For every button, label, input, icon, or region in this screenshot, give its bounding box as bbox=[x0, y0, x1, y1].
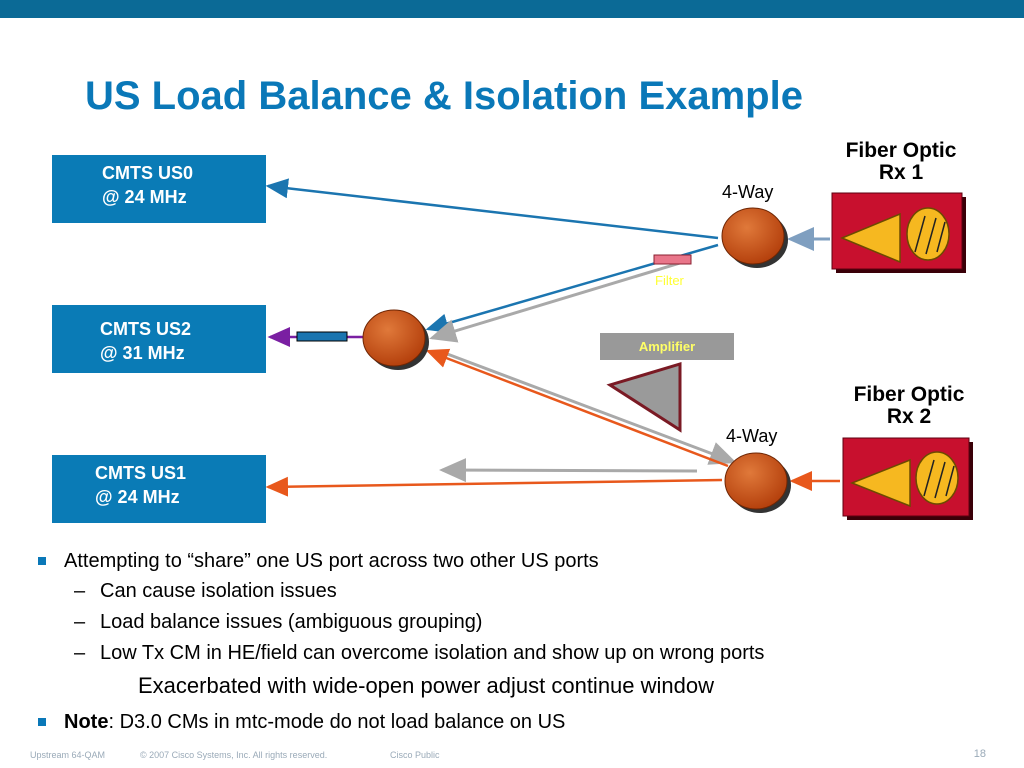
cmts-us0-name: CMTS US0 bbox=[102, 163, 194, 183]
fiber-rx1-icon bbox=[831, 192, 966, 273]
cmts-us2-box: CMTS US2 @ 31 MHz bbox=[52, 305, 266, 373]
splitter-top-label: 4-Way bbox=[722, 182, 774, 202]
cmts-us1-freq: @ 24 MHz bbox=[95, 487, 180, 507]
sub-bullet-item: – Can cause isolation issues bbox=[38, 576, 998, 607]
bullet-square-icon bbox=[38, 557, 46, 565]
sub-bullet-item: – Load balance issues (ambiguous groupin… bbox=[38, 607, 998, 638]
note-text: : D3.0 CMs in mtc-mode do not load balan… bbox=[108, 711, 566, 733]
bullet-item: Note: D3.0 CMs in mtc-mode do not load b… bbox=[38, 707, 998, 737]
bullet-text: Attempting to “share” one US port across… bbox=[64, 550, 599, 572]
sub-bullet-text: Can cause isolation issues bbox=[100, 580, 337, 602]
diagram-canvas bbox=[265, 178, 973, 520]
bullet-item: Attempting to “share” one US port across… bbox=[38, 546, 998, 576]
fiber-rx2-line1: Fiber Optic bbox=[853, 383, 965, 406]
sub-bullet-text: Low Tx CM in HE/field can overcome isola… bbox=[100, 642, 765, 664]
fiber-rx1-line2: Rx 1 bbox=[878, 161, 924, 184]
sub-bullet-text: Load balance issues (ambiguous grouping) bbox=[100, 611, 483, 633]
footer-classification: Cisco Public bbox=[390, 750, 440, 760]
dash-icon: – bbox=[74, 580, 86, 602]
sub-bullet-item: – Low Tx CM in HE/field can overcome iso… bbox=[38, 638, 998, 669]
line-gray-horizontal bbox=[439, 458, 698, 483]
fiber-rx2-line2: Rx 2 bbox=[886, 405, 932, 428]
filter-label: Filter bbox=[655, 273, 684, 288]
splitter-top-icon bbox=[721, 207, 785, 265]
splitter-bottom-icon bbox=[724, 452, 788, 510]
footer-left: Upstream 64-QAM bbox=[30, 750, 106, 760]
fiber-rx1-label: Fiber Optic Rx 1 bbox=[826, 140, 976, 184]
cmts-us0-freq: @ 24 MHz bbox=[102, 187, 187, 207]
slide-title: US Load Balance & Isolation Example bbox=[85, 74, 803, 118]
us2-coupler-bar bbox=[296, 331, 348, 342]
fiber-rx1-line1: Fiber Optic bbox=[845, 139, 957, 162]
splitter-bottom-label: 4-Way bbox=[726, 426, 778, 446]
filter-icon bbox=[653, 254, 692, 265]
line-us2-to-splitter2 bbox=[441, 350, 737, 465]
fiber-rx2-label: Fiber Optic Rx 2 bbox=[834, 384, 984, 428]
splitter-middle-icon bbox=[362, 309, 426, 367]
amplifier-triangle-icon bbox=[606, 361, 682, 433]
bullet-list: Attempting to “share” one US port across… bbox=[38, 546, 998, 737]
line-splitter2-to-us2 bbox=[425, 348, 729, 468]
line-splitter2-to-us1 bbox=[265, 476, 723, 497]
bullet-continuation: Exacerbated with wide-open power adjust … bbox=[138, 673, 715, 698]
amplifier-label: Amplifier bbox=[600, 333, 734, 360]
line-splitter1-to-us0 bbox=[265, 178, 719, 240]
cmts-us0-box: CMTS US0 @ 24 MHz bbox=[52, 155, 266, 223]
cmts-us1-box: CMTS US1 @ 24 MHz bbox=[52, 455, 266, 523]
cmts-us1-name: CMTS US1 bbox=[95, 463, 187, 483]
fiber-rx2-icon bbox=[842, 437, 973, 520]
cmts-us2-name: CMTS US2 bbox=[100, 319, 192, 339]
cmts-us2-freq: @ 31 MHz bbox=[100, 343, 185, 363]
footer-copyright: © 2007 Cisco Systems, Inc. All rights re… bbox=[140, 750, 328, 760]
dash-icon: – bbox=[74, 611, 86, 633]
bullet-square-icon bbox=[38, 718, 46, 726]
page-number: 18 bbox=[973, 748, 986, 760]
top-bar bbox=[0, 0, 1024, 18]
note-bold: Note bbox=[64, 711, 109, 733]
dash-icon: – bbox=[74, 642, 86, 664]
line-filter-path bbox=[429, 258, 691, 343]
